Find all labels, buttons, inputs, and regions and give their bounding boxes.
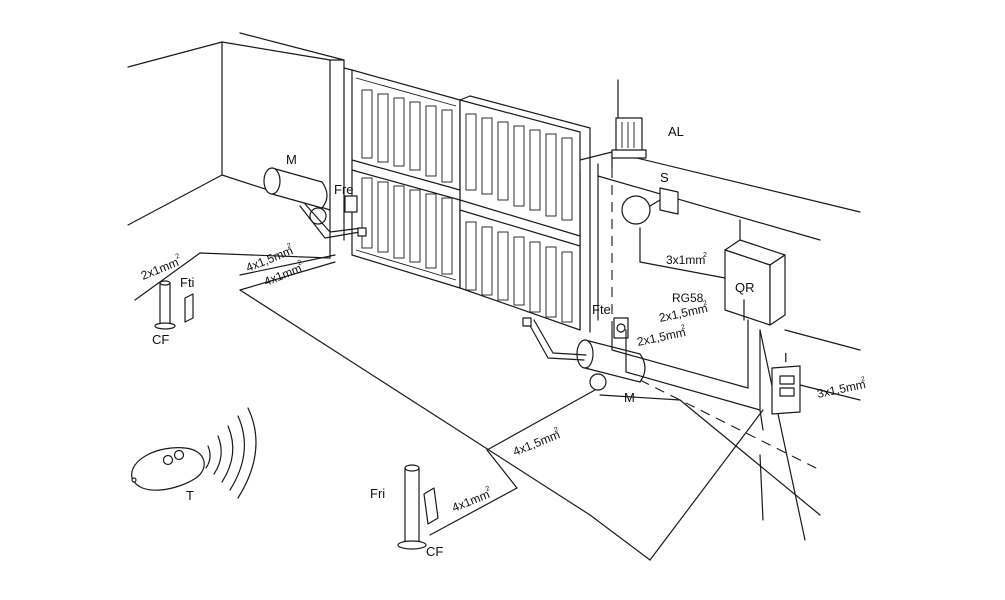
cable-rg58: RG58 bbox=[672, 291, 704, 305]
svg-text:2: 2 bbox=[297, 259, 303, 267]
right-wall bbox=[579, 151, 861, 471]
label-motor-left: M bbox=[286, 152, 297, 167]
cable-switch-3x15: 3x1,5mm 2 bbox=[816, 376, 867, 401]
svg-text:2: 2 bbox=[860, 376, 865, 384]
label-t: T bbox=[186, 488, 194, 503]
photocell-fte bbox=[613, 317, 629, 339]
gate-leaf-left bbox=[351, 69, 461, 289]
cable-right-4x1: 4x1mm 2 bbox=[450, 485, 492, 515]
svg-text:3x1mm: 3x1mm bbox=[666, 253, 705, 267]
svg-text:2: 2 bbox=[485, 485, 491, 493]
gate-leaf-right bbox=[459, 95, 591, 333]
label-s: S bbox=[660, 170, 669, 185]
svg-text:RG58: RG58 bbox=[672, 291, 704, 305]
motor-right bbox=[522, 317, 646, 391]
label-fte: Fte bbox=[592, 302, 611, 317]
photocell-fre bbox=[344, 195, 358, 213]
photocell-column-right bbox=[397, 464, 439, 550]
remote-transmitter bbox=[131, 407, 257, 499]
label-motor-right: M bbox=[624, 390, 635, 405]
left-wall bbox=[127, 32, 353, 259]
svg-text:2: 2 bbox=[702, 300, 707, 308]
label-qr: QR bbox=[735, 280, 755, 295]
svg-text:2: 2 bbox=[680, 324, 685, 332]
control-panel bbox=[724, 239, 786, 326]
cable-selector-3x1: 3x1mm 2 bbox=[666, 252, 707, 267]
svg-text:3x1,5mm: 3x1,5mm bbox=[816, 377, 867, 401]
cable-runs bbox=[611, 219, 861, 411]
ground-lines bbox=[134, 252, 821, 561]
svg-text:2: 2 bbox=[703, 252, 707, 259]
label-i: I bbox=[784, 350, 788, 365]
cable-right-4x15: 4x1,5mm 2 bbox=[511, 426, 562, 459]
svg-text:2: 2 bbox=[286, 242, 292, 250]
label-fri: Fri bbox=[370, 486, 385, 501]
label-al: AL bbox=[668, 124, 684, 139]
label-fti: Fti bbox=[180, 275, 195, 290]
cable-2x15-b: 2x1,5mm 2 bbox=[636, 324, 687, 349]
flashing-light bbox=[611, 79, 647, 159]
label-cf-left: CF bbox=[152, 332, 169, 347]
svg-text:2: 2 bbox=[175, 253, 181, 261]
svg-text:4x1mm: 4x1mm bbox=[450, 487, 492, 515]
cable-left-2x1: 2x1mm 2 bbox=[139, 253, 181, 283]
switch-box bbox=[771, 365, 801, 415]
photocell-column-left bbox=[154, 280, 194, 330]
label-fre: Fre bbox=[334, 182, 354, 197]
label-cf-right: CF bbox=[426, 544, 443, 559]
svg-text:2x1,5mm: 2x1,5mm bbox=[636, 325, 687, 349]
svg-text:2: 2 bbox=[553, 426, 559, 434]
key-selector bbox=[621, 187, 679, 225]
motor-left bbox=[263, 167, 367, 239]
svg-text:2x1mm: 2x1mm bbox=[139, 255, 181, 283]
